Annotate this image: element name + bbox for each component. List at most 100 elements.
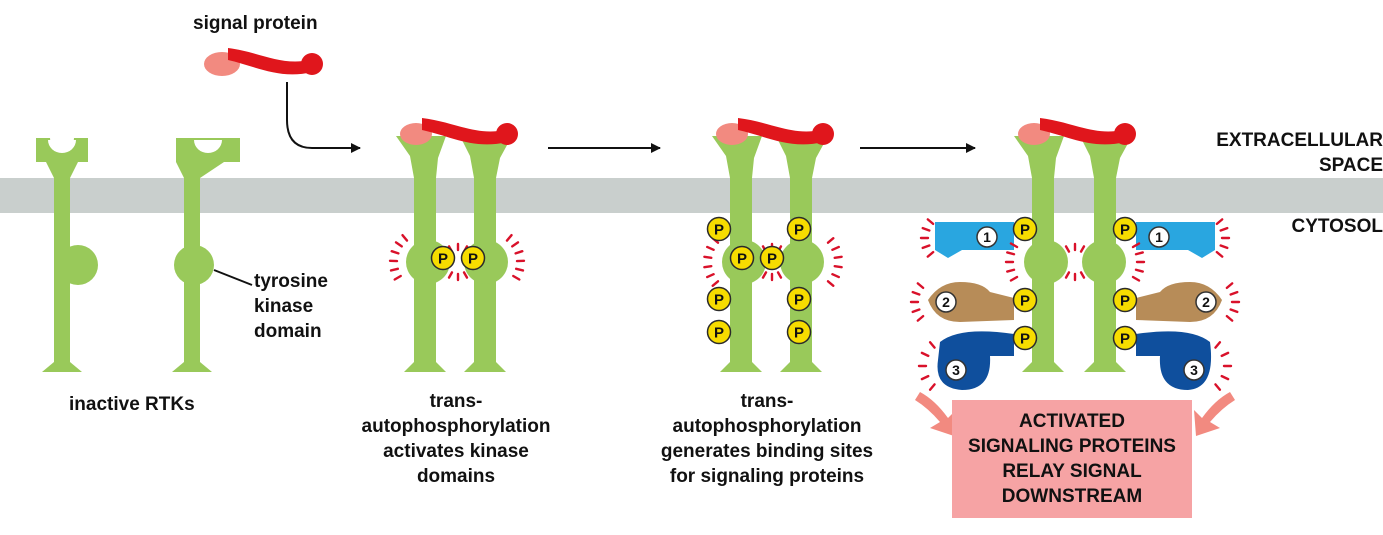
- activity-dash: [711, 280, 720, 287]
- activity-dash: [1134, 268, 1144, 273]
- activity-dash: [1215, 218, 1224, 226]
- step1-caption: trans- autophosphorylation activates kin…: [361, 391, 551, 487]
- activity-dash: [511, 241, 520, 248]
- activity-dash: [826, 280, 835, 287]
- phosphate-label: P: [1120, 331, 1130, 348]
- phosphate-group: P: [1012, 325, 1038, 351]
- activity-dash: [1134, 251, 1144, 256]
- phosphate-group: P: [786, 319, 812, 345]
- activity-dash: [831, 273, 841, 279]
- activity-dash: [1214, 341, 1222, 349]
- signal-protein-label: signal protein: [193, 13, 318, 34]
- activity-dash: [926, 218, 935, 226]
- protein-number-badge: 3: [945, 359, 967, 381]
- phosphate-group: P: [729, 245, 755, 271]
- phosphate-label: P: [794, 325, 804, 342]
- phosphate-label: P: [767, 251, 777, 268]
- signaling-protein-2-right: [1136, 282, 1222, 322]
- activity-dash: [920, 374, 930, 381]
- activity-dash: [514, 267, 525, 272]
- phosphate-label: P: [1020, 293, 1030, 310]
- activity-dash: [911, 308, 921, 314]
- signaling-protein-1-right: [1136, 222, 1215, 258]
- protein-number-badge: 1: [1148, 226, 1170, 248]
- phosphate-group: P: [1012, 216, 1038, 242]
- phosphate-label: P: [1120, 222, 1130, 239]
- phosphate-label: P: [714, 292, 724, 309]
- inactive-receptor-left: [36, 138, 98, 372]
- phosphate-group: P: [1112, 325, 1138, 351]
- svg-text:2: 2: [1202, 294, 1210, 310]
- svg-text:1: 1: [983, 229, 991, 245]
- phosphate-label: P: [794, 222, 804, 239]
- phosphate-label: P: [737, 251, 747, 268]
- activity-dash: [1225, 314, 1234, 322]
- svg-text:2: 2: [942, 294, 950, 310]
- signaling-protein-3-right: [1136, 331, 1212, 390]
- svg-text:1: 1: [1155, 229, 1163, 245]
- activity-dash: [1220, 351, 1230, 358]
- activity-dash: [920, 351, 930, 358]
- dimer-stage4: [1014, 136, 1132, 372]
- signaling-protein-1-left: [935, 222, 1014, 258]
- phosphate-label: P: [714, 222, 724, 239]
- activity-dash: [1229, 290, 1239, 296]
- activity-dash: [833, 255, 843, 260]
- activity-dash-layer: [388, 218, 1241, 391]
- signal-protein-free: [204, 48, 323, 76]
- binding-arrow: [286, 82, 361, 153]
- signaling-protein-3-left: [937, 331, 1014, 390]
- phosphate-group: P: [706, 319, 732, 345]
- protein-number-layer: 1 1 2 2 3 3: [935, 226, 1217, 381]
- downstream-arrow-left: [915, 392, 956, 436]
- activity-dash: [1214, 383, 1222, 391]
- phosphate-group: P: [1112, 216, 1138, 242]
- activity-dash: [916, 282, 925, 290]
- plasma-membrane: [0, 178, 1383, 213]
- activity-dash: [1131, 275, 1141, 282]
- activity-dash: [1215, 250, 1224, 258]
- activity-dash: [1131, 242, 1141, 249]
- phosphate-group: P: [759, 245, 785, 271]
- activity-dash: [831, 245, 841, 251]
- phosphate-group: P: [1112, 287, 1138, 313]
- activity-dash: [1006, 268, 1016, 273]
- downstream-arrow-right: [1194, 392, 1235, 436]
- phosphate-group: P: [706, 286, 732, 312]
- activity-dash: [928, 383, 936, 391]
- activity-dash: [394, 241, 403, 248]
- activity-dash: [826, 237, 835, 244]
- activity-dash: [703, 255, 713, 260]
- activity-dash: [505, 233, 513, 242]
- phosphate-label: P: [1020, 331, 1030, 348]
- activity-dash: [1064, 271, 1071, 279]
- tyrosine-kinase-pointer: [213, 269, 253, 286]
- activity-dash: [447, 271, 454, 279]
- phosphate-label: P: [438, 251, 448, 268]
- phosphate-group: P: [1012, 287, 1038, 313]
- activity-dash: [1064, 245, 1071, 253]
- signal-protein-bound-4: [1018, 118, 1136, 145]
- activity-dash: [833, 264, 843, 269]
- activity-dash: [926, 250, 935, 258]
- activity-dash: [1229, 308, 1239, 314]
- activity-dash: [776, 271, 783, 279]
- activity-dash: [1220, 374, 1230, 381]
- activity-dash: [1225, 282, 1234, 290]
- activity-dash: [514, 249, 524, 255]
- phosphate-label: P: [714, 325, 724, 342]
- activity-dash: [928, 341, 936, 349]
- activity-dash: [1219, 226, 1229, 232]
- activity-dash: [916, 314, 925, 322]
- protein-number-badge: 3: [1183, 359, 1205, 381]
- activity-dash: [703, 264, 713, 269]
- signal-protein-bound-3: [716, 118, 834, 145]
- signal-protein-bound-2: [400, 118, 518, 145]
- phosphate-group: P: [706, 216, 732, 242]
- inactive-receptor-right: [172, 138, 240, 372]
- activity-dash: [921, 244, 931, 250]
- svg-text:3: 3: [952, 362, 960, 378]
- svg-text:3: 3: [1190, 362, 1198, 378]
